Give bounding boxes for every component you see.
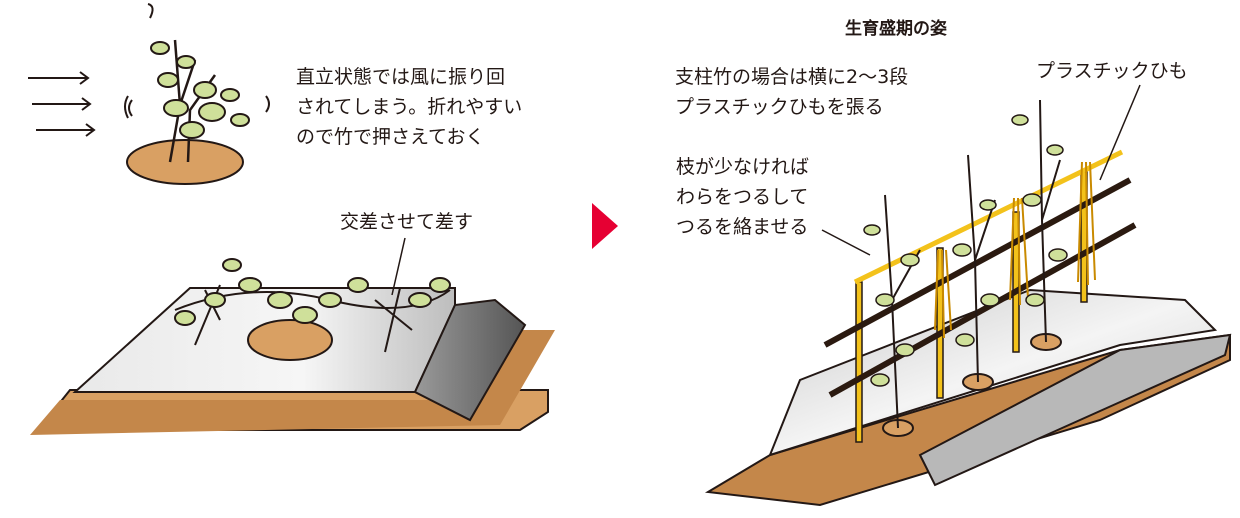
- cross-note: 交差させて差す: [340, 211, 474, 233]
- wind-arrows-icon: [28, 71, 96, 137]
- bamboo-note: 支柱竹の場合は横に2〜3段 プラスチックひもを張る: [675, 62, 908, 122]
- growth-stage-heading: 生育盛期の姿: [845, 19, 947, 39]
- bamboo-note-line-2: プラスチックひもを張る: [675, 96, 884, 118]
- plastic-string-label: プラスチックひも: [1036, 60, 1188, 82]
- progress-arrow-icon: [592, 203, 618, 249]
- straw-note: 枝が少なければ わらをつるして つるを絡ませる: [676, 152, 809, 242]
- straw-note-line-3: つるを絡ませる: [676, 216, 809, 238]
- straw-note-line-2: わらをつるして: [676, 186, 809, 208]
- young-plant-illustration: [124, 3, 270, 185]
- straw-note-line-1: 枝が少なければ: [676, 156, 810, 178]
- wind-note-line-2: されてしまう。折れやすい: [296, 96, 523, 118]
- right-bed-illustration: [704, 84, 1232, 507]
- wind-note-line-3: ので竹で押さえておく: [296, 126, 485, 148]
- bamboo-note-line-1: 支柱竹の場合は横に2〜3段: [675, 66, 909, 88]
- wind-note: 直立状態では風に振り回 されてしまう。折れやすい ので竹で押さえておく: [296, 62, 522, 152]
- left-bed-illustration: [30, 237, 555, 435]
- wind-note-line-1: 直立状態では風に振り回: [296, 66, 506, 88]
